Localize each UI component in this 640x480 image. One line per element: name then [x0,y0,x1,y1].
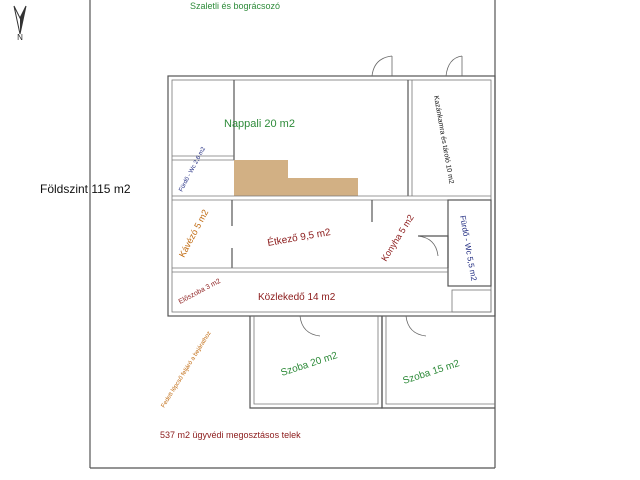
room-kavezo: Kávézó 5 m2 [177,208,210,259]
room-furdo-right: Fürdő - Wc 5,5 m2 [458,215,478,282]
room-szoba20: Szoba 20 m2 [280,350,340,379]
stairs [234,160,358,196]
room-konyha: Konyha 5 m2 [379,213,416,263]
floor-label: Földszint 115 m2 [40,182,131,196]
room-kazankamra: Kazánkamra és tároló 10 m2 [432,95,454,184]
room-szoba15: Szoba 15 m2 [402,358,462,387]
room-eloszoba: Előszoba 3 m2 [178,278,222,306]
stairs-note: Fedett lépcső feljáró a bejárathoz [161,331,213,409]
garden-label: Szaletli és bográcsozó [190,1,280,11]
room-nappali: Nappali 20 m2 [224,118,295,130]
compass-letter: N [17,33,23,42]
door-arcs [299,55,463,337]
interior-walls [172,80,492,313]
room-kozlekedo: Közlekedő 14 m2 [258,292,336,303]
plot-label: 537 m2 ügyvédi megosztásos telek [160,430,301,440]
room-etkezo: Étkező 9,5 m2 [266,225,332,249]
room-furdo-small: Fürdő - Wc 2,6 m2 [178,146,207,193]
lower-rooms [249,316,495,409]
north-arrow-icon: N [13,5,27,42]
